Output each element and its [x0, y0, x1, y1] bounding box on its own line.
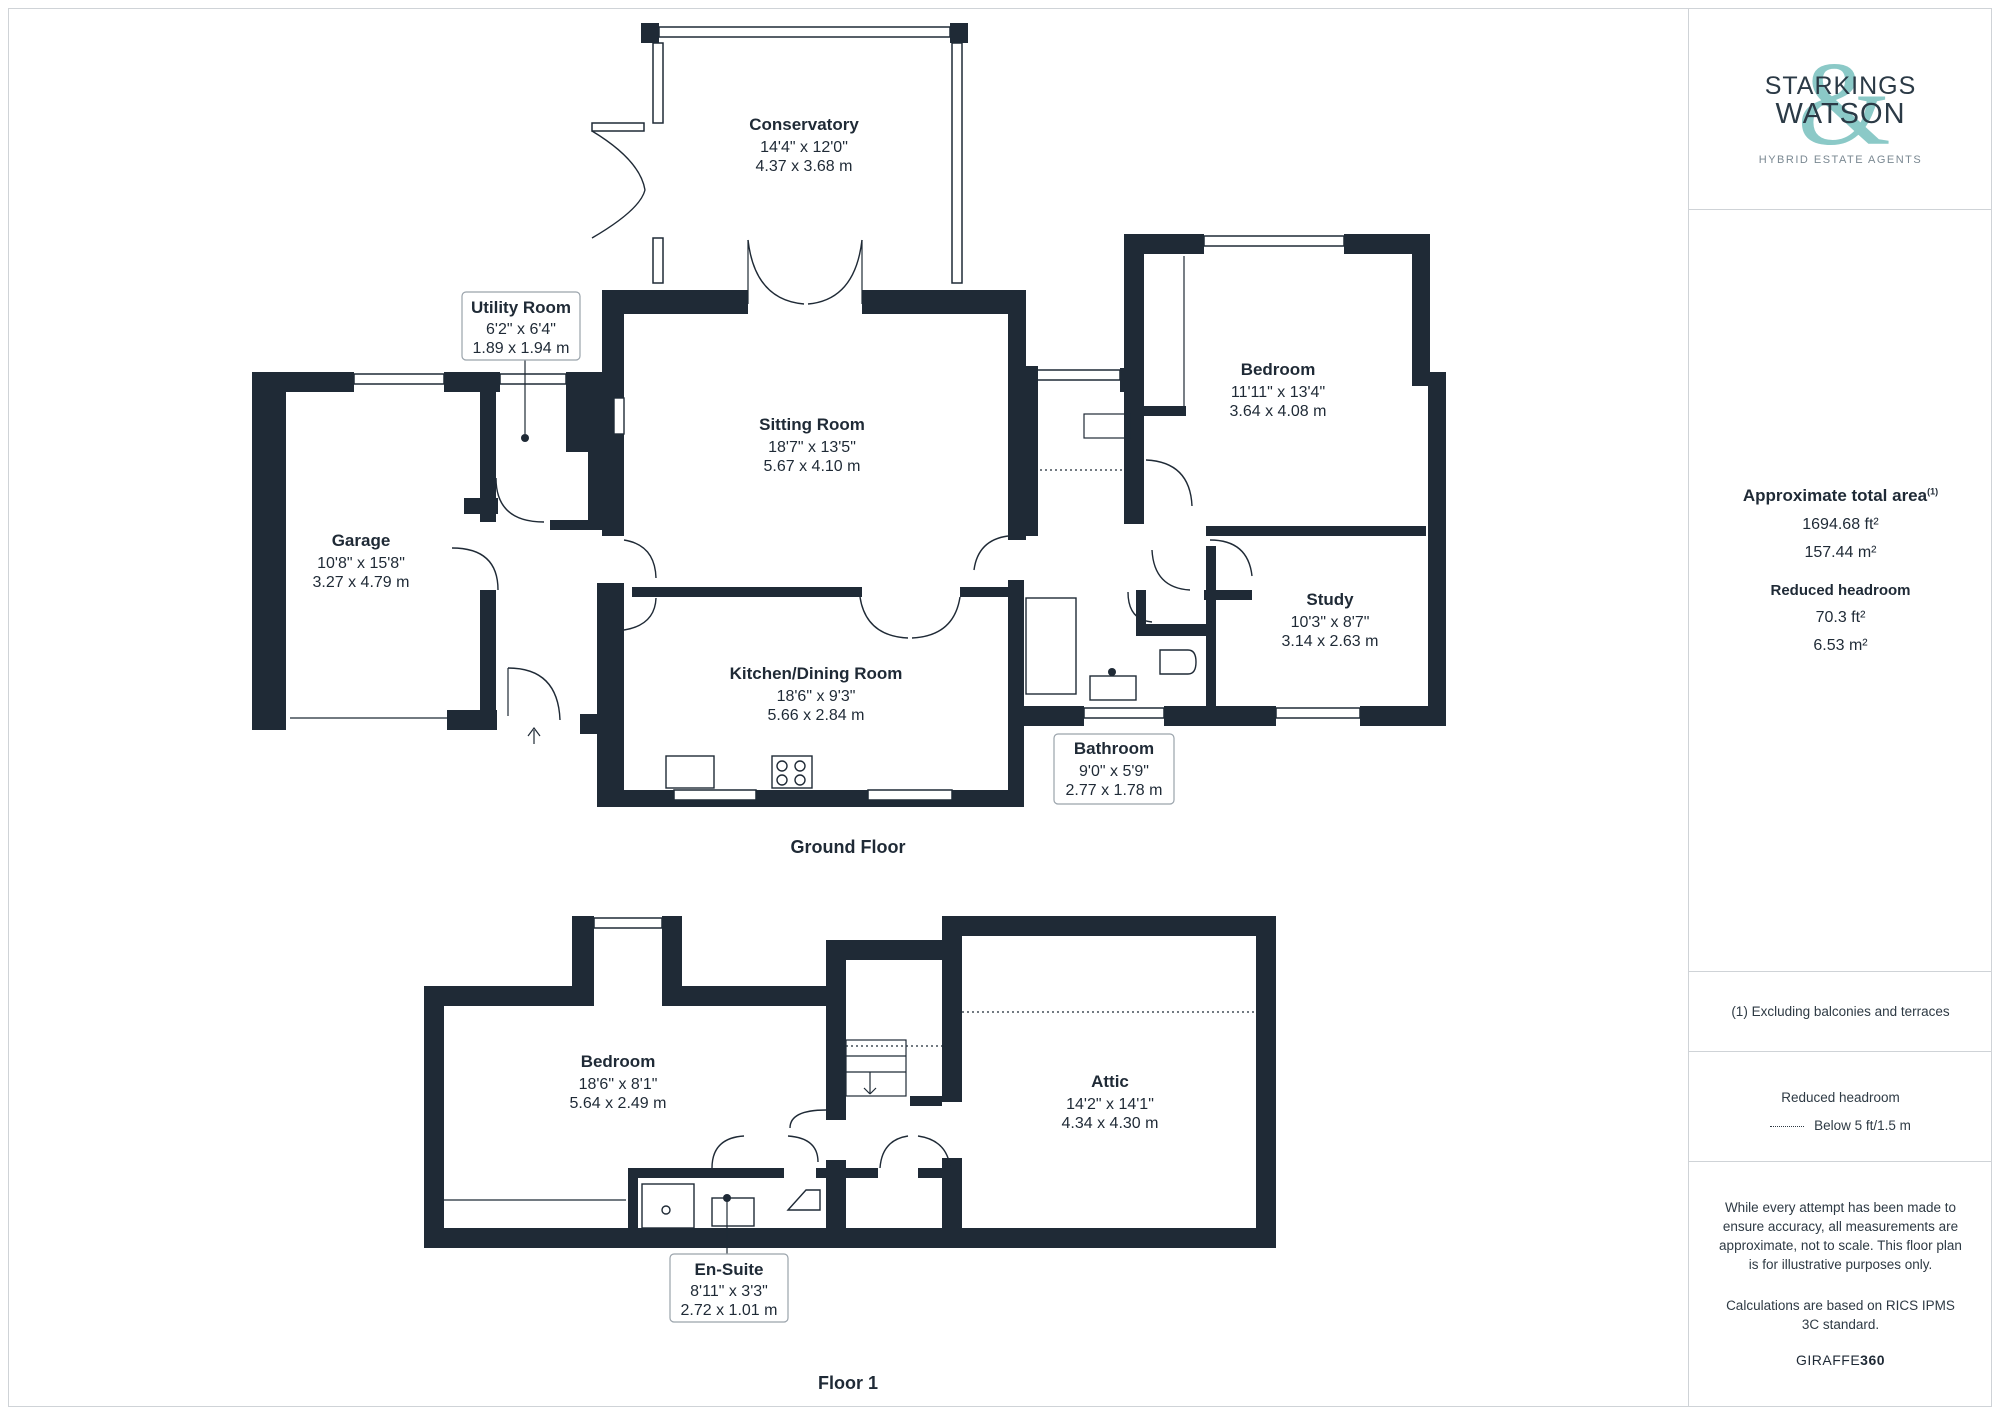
study-metric: 3.14 x 2.63 m	[1282, 633, 1379, 650]
conservatory-imperial: 14'4" x 12'0"	[760, 139, 848, 156]
reduced-headroom-heading: Reduced headroom	[1770, 582, 1911, 599]
room-label-garage: Garage 10'8" x 15'8" 3.27 x 4.79 m	[313, 531, 410, 591]
bathroom-name: Bathroom	[1074, 739, 1154, 758]
brand-part2: 360	[1860, 1352, 1886, 1368]
area-section: Approximate total area(1) 1694.68 ft² 15…	[1689, 210, 1992, 972]
total-area-block: Approximate total area(1) 1694.68 ft² 15…	[1689, 486, 1992, 655]
garage-name: Garage	[332, 531, 391, 550]
bathroom-imperial: 9'0" x 5'9"	[1079, 763, 1149, 780]
room-label-kitchen: Kitchen/Dining Room 18'6" x 9'3" 5.66 x …	[730, 664, 903, 724]
giraffe360-brand: GIRAFFE360	[1689, 1352, 1992, 1368]
room-label-study: Study 10'3" x 8'7" 3.14 x 2.63 m	[1282, 590, 1379, 650]
kitchen-imperial: 18'6" x 9'3"	[777, 688, 856, 705]
attic-metric: 4.34 x 4.30 m	[1062, 1115, 1159, 1132]
reduced-area-m: 6.53 m²	[1813, 637, 1868, 654]
ground-floor-walls	[252, 23, 1446, 807]
ensuite-metric: 2.72 x 1.01 m	[681, 1302, 778, 1319]
room-label-bedroom-floor1: Bedroom 18'6" x 8'1" 5.64 x 2.49 m	[570, 1052, 667, 1112]
ampersand-logo-icon: &	[1797, 44, 1890, 154]
sitting-metric: 5.67 x 4.10 m	[764, 458, 861, 475]
utility-metric: 1.89 x 1.94 m	[473, 340, 570, 357]
utility-imperial: 6'2" x 6'4"	[486, 321, 556, 338]
total-area-m: 157.44 m²	[1804, 544, 1877, 561]
utility-name: Utility Room	[471, 298, 571, 317]
garage-imperial: 10'8" x 15'8"	[317, 555, 405, 572]
garage-metric: 3.27 x 4.79 m	[313, 574, 410, 591]
logo-section: & STARKINGS WATSON HYBRID ESTATE AGENTS	[1689, 8, 1992, 210]
conservatory-name: Conservatory	[749, 115, 859, 134]
study-name: Study	[1306, 590, 1354, 609]
floor1-doors	[444, 1011, 1256, 1229]
floor-plan-drawing: Conservatory 14'4" x 12'0" 4.37 x 3.68 m…	[252, 23, 1446, 1393]
attic-name: Attic	[1091, 1072, 1129, 1091]
ensuite-imperial: 8'11" x 3'3"	[690, 1283, 768, 1300]
logo-line1: STARKINGS	[1764, 72, 1917, 100]
room-label-attic: Attic 14'2" x 14'1" 4.34 x 4.30 m	[1062, 1072, 1159, 1132]
legend-item-text: Below 5 ft/1.5 m	[1814, 1118, 1911, 1133]
bedroom-floor1-metric: 5.64 x 2.49 m	[570, 1095, 667, 1112]
kitchen-name: Kitchen/Dining Room	[730, 664, 903, 683]
legend-title: Reduced headroom	[1781, 1090, 1900, 1105]
room-label-bedroom-ground: Bedroom 11'11" x 13'4" 3.64 x 4.08 m	[1230, 360, 1327, 420]
dotted-line-icon	[1770, 1125, 1805, 1127]
attic-imperial: 14'2" x 14'1"	[1066, 1096, 1154, 1113]
kitchen-metric: 5.66 x 2.84 m	[768, 707, 865, 724]
ensuite-name: En-Suite	[695, 1260, 764, 1279]
page-frame	[8, 8, 1992, 1407]
ground-floor-title: Ground Floor	[791, 837, 906, 857]
total-area-heading-text: Approximate total area	[1742, 486, 1928, 505]
total-area-heading: Approximate total area(1)	[1689, 486, 1992, 506]
room-label-utility: Utility Room 6'2" x 6'4" 1.89 x 1.94 m	[461, 291, 581, 361]
disclaimer-text: While every attempt has been made to ens…	[1719, 1200, 1962, 1272]
bedroom-ground-imperial: 11'11" x 13'4"	[1231, 384, 1325, 401]
room-label-ensuite: En-Suite 8'11" x 3'3" 2.72 x 1.01 m	[669, 1198, 789, 1323]
total-area-ft: 1694.68 ft²	[1802, 516, 1879, 533]
bathroom-metric: 2.77 x 1.78 m	[1066, 782, 1163, 799]
footnote-section: (1) Excluding balconies and terraces	[1689, 972, 1992, 1052]
logo-tagline: HYBRID ESTATE AGENTS	[1758, 154, 1923, 166]
logo-ampersand-glyph: &	[1797, 44, 1890, 154]
floor1-walls	[424, 916, 1276, 1248]
bedroom-ground-name: Bedroom	[1241, 360, 1316, 379]
bedroom-floor1-imperial: 18'6" x 8'1"	[579, 1076, 658, 1093]
sitting-imperial: 18'7" x 13'5"	[768, 439, 856, 456]
legend-section: Reduced headroom Below 5 ft/1.5 m	[1689, 1052, 1992, 1162]
room-label-sitting: Sitting Room 18'7" x 13'5" 5.67 x 4.10 m	[759, 415, 865, 475]
study-imperial: 10'3" x 8'7"	[1291, 614, 1370, 631]
reduced-area-ft: 70.3 ft²	[1815, 609, 1866, 626]
legend-item: Below 5 ft/1.5 m	[1689, 1116, 1992, 1135]
footnote-mark: (1)	[1927, 486, 1939, 497]
bedroom-ground-metric: 3.64 x 4.08 m	[1230, 403, 1327, 420]
room-label-bathroom: Bathroom 9'0" x 5'9" 2.77 x 1.78 m	[1053, 733, 1175, 805]
bedroom-floor1-name: Bedroom	[581, 1052, 656, 1071]
ground-floor-doors	[290, 130, 1253, 789]
sitting-name: Sitting Room	[759, 415, 865, 434]
disclaimer-section: While every attempt has been made to ens…	[1689, 1162, 1992, 1407]
footnote-text: (1) Excluding balconies and terraces	[1731, 1004, 1950, 1019]
conservatory-metric: 4.37 x 3.68 m	[756, 158, 853, 175]
floor1-title: Floor 1	[818, 1373, 878, 1393]
calculation-note: Calculations are based on RICS IPMS 3C s…	[1726, 1298, 1955, 1332]
info-sidebar: & STARKINGS WATSON HYBRID ESTATE AGENTS …	[1688, 8, 1992, 1407]
room-label-conservatory: Conservatory 14'4" x 12'0" 4.37 x 3.68 m	[749, 115, 859, 175]
logo-line2: WATSON	[1775, 98, 1906, 130]
brand-part1: GIRAFFE	[1795, 1352, 1861, 1368]
